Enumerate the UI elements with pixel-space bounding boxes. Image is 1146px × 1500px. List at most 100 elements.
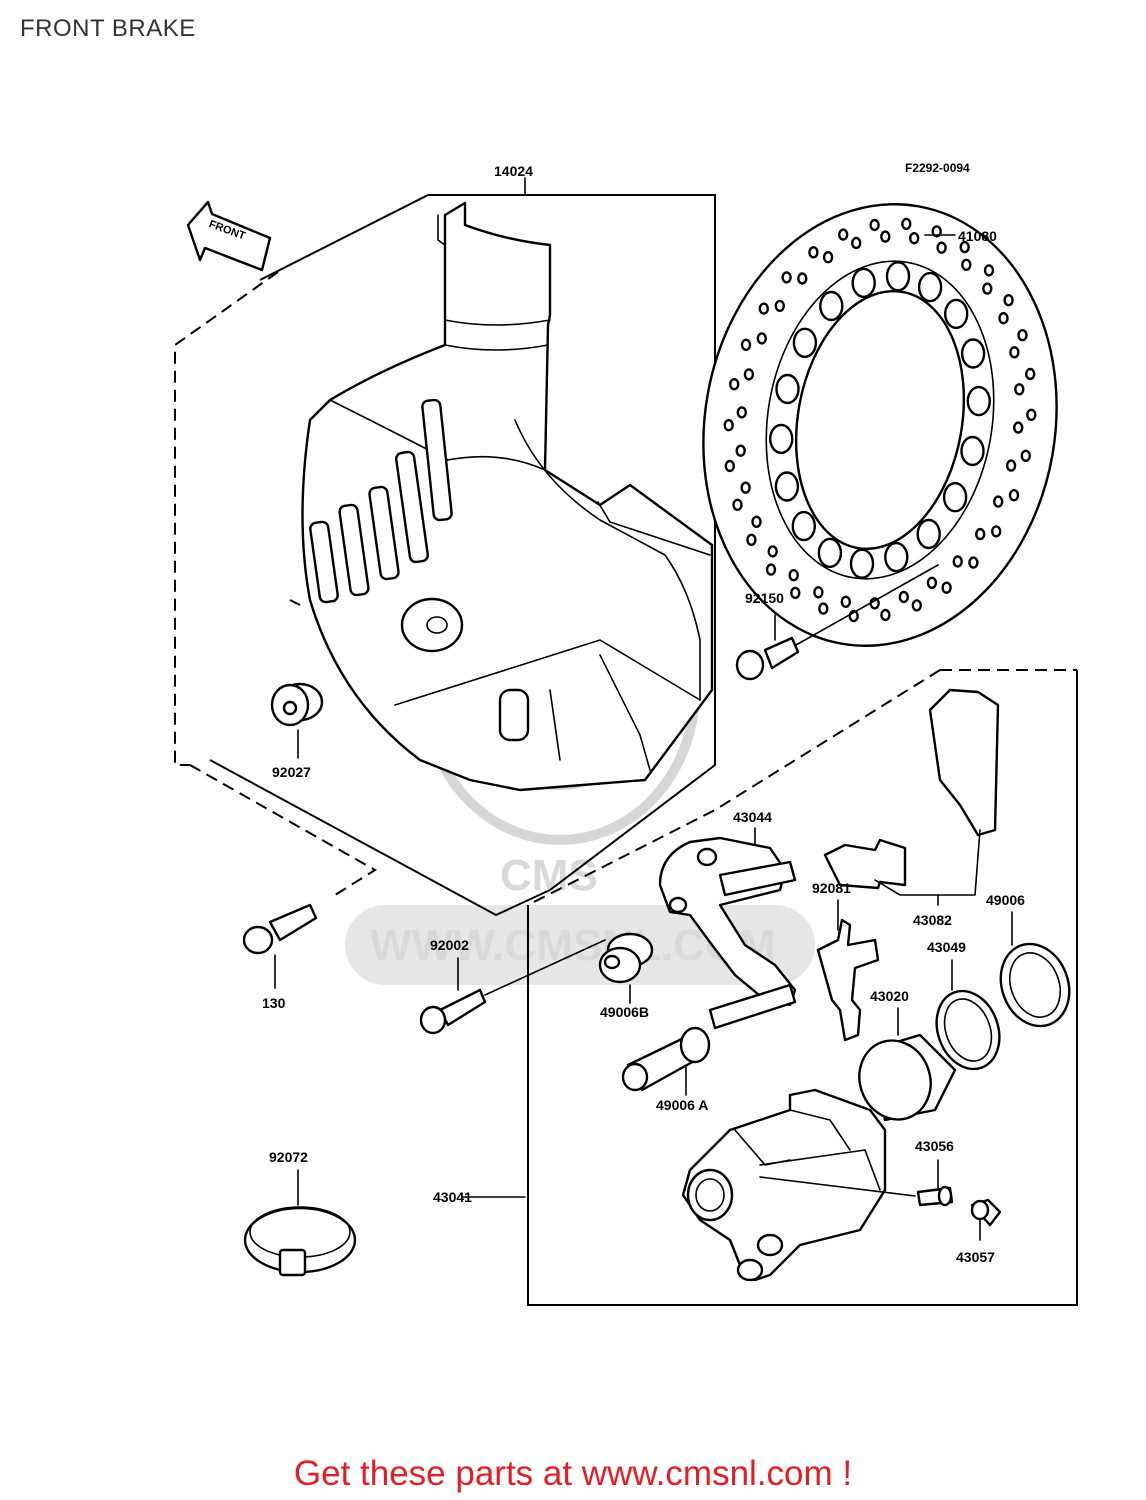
disc-hole (819, 290, 844, 322)
disc-hole (898, 590, 909, 604)
disc-hole (1008, 489, 1020, 502)
disc-hole (740, 338, 752, 351)
disc-hole (941, 581, 952, 594)
disc-hole (817, 537, 843, 569)
disc-hole (942, 482, 968, 513)
disc-hole (724, 459, 735, 473)
brake-pads[interactable] (823, 688, 1000, 906)
boot-49006b[interactable] (598, 932, 654, 1004)
disc-hole (1017, 329, 1028, 342)
caliper-frame (289, 599, 1078, 1306)
front-arrow-icon: FRONT (186, 200, 272, 272)
anti-rattle-spring[interactable] (816, 899, 880, 1042)
disc-hole (961, 258, 972, 271)
disc-hole (911, 599, 922, 612)
disc-hole (758, 302, 769, 315)
bolt-92002[interactable] (419, 939, 606, 1035)
disc-hole (991, 525, 1002, 538)
disc-hole (751, 515, 762, 528)
disc-hole (909, 231, 920, 245)
disc-hole (740, 481, 751, 494)
label-43057[interactable]: 43057 (956, 1249, 995, 1265)
disc-hole (791, 510, 816, 542)
disc-hole (813, 586, 824, 599)
disc-hole (966, 385, 991, 417)
label-43020[interactable]: 43020 (870, 988, 909, 1004)
disc-hole (1005, 459, 1017, 472)
disc-hole (885, 261, 911, 292)
label-43044[interactable]: 43044 (733, 809, 772, 825)
label-130[interactable]: 130 (262, 995, 286, 1011)
disc-hole (1024, 367, 1036, 381)
disc-hole (1020, 449, 1032, 462)
disc-hole (790, 586, 801, 600)
disc-hole (869, 218, 880, 232)
label-92027[interactable]: 92027 (272, 764, 311, 780)
label-92081[interactable]: 92081 (812, 880, 851, 896)
disc-hole (767, 545, 778, 558)
disc-hole (998, 312, 1009, 325)
disc-hole (931, 225, 942, 238)
part-labels: 14024 41080 92150 92027 43044 92081 4308… (262, 163, 1025, 1265)
label-43056[interactable]: 43056 (915, 1138, 954, 1154)
disc-hole (729, 378, 740, 391)
bleeder-valve[interactable] (916, 1159, 954, 1207)
label-49006b[interactable]: 49006B (600, 1004, 649, 1020)
disc-hole (756, 332, 767, 345)
disc-hole (959, 240, 970, 254)
label-92072[interactable]: 92072 (269, 1149, 308, 1165)
watermark-logo-text: CMS (500, 851, 598, 900)
disc-hole (746, 533, 757, 546)
piston[interactable] (848, 1007, 957, 1130)
disc-bolt-92150[interactable] (735, 564, 939, 681)
disc-hole (960, 435, 985, 467)
disc-hole (1014, 383, 1025, 396)
brake-disc[interactable] (669, 176, 1091, 674)
disc-hole (916, 518, 941, 550)
disc-hole (851, 267, 876, 299)
disc-hole (849, 548, 875, 579)
hose-clamp[interactable] (243, 1169, 357, 1277)
disc-hole (993, 495, 1004, 508)
bolt-130[interactable] (242, 903, 318, 989)
diagram-code: F2292-0094 (905, 161, 970, 175)
boot-49006a[interactable] (621, 1026, 711, 1096)
disc-hole (822, 251, 834, 264)
label-43041[interactable]: 43041 (433, 1189, 472, 1205)
disc-hole (1003, 294, 1014, 307)
disc-hole (774, 471, 800, 502)
disc-hole (1009, 346, 1020, 359)
label-49006[interactable]: 49006 (986, 892, 1025, 908)
piston-seal[interactable] (926, 959, 1010, 1078)
disc-hole (975, 527, 986, 541)
caliper-bracket[interactable] (658, 827, 797, 1030)
disc-hole (732, 498, 743, 511)
label-43082[interactable]: 43082 (913, 912, 952, 928)
label-43049[interactable]: 43049 (927, 939, 966, 955)
disc-hole (884, 541, 909, 573)
bleeder-cap[interactable] (970, 1198, 1002, 1241)
disc-hole (982, 282, 993, 295)
front-fender[interactable] (301, 201, 714, 792)
label-92150[interactable]: 92150 (745, 590, 784, 606)
label-41080[interactable]: 41080 (958, 228, 997, 244)
disc-hole (944, 298, 969, 330)
disc-hole (788, 569, 799, 582)
label-92002[interactable]: 92002 (430, 937, 469, 953)
disc-hole (735, 444, 746, 457)
label-14024[interactable]: 14024 (494, 163, 533, 179)
disc-hole (968, 556, 979, 569)
disc-hole (818, 602, 829, 615)
label-49006a[interactable]: 49006 A (656, 1097, 708, 1113)
caliper-body[interactable] (461, 1088, 916, 1282)
disc-hole (775, 373, 800, 405)
grommet-92027[interactable] (270, 682, 324, 759)
disc-hole (1026, 408, 1037, 421)
disc-hole (736, 406, 747, 419)
footer-parts-link[interactable]: Get these parts at www.cmsnl.com ! (293, 1454, 853, 1493)
disc-hole (781, 271, 792, 284)
page-title: FRONT BRAKE (20, 15, 196, 42)
disc-hole (952, 555, 963, 568)
dust-seal[interactable] (990, 911, 1081, 1036)
disc-hole (797, 272, 808, 285)
